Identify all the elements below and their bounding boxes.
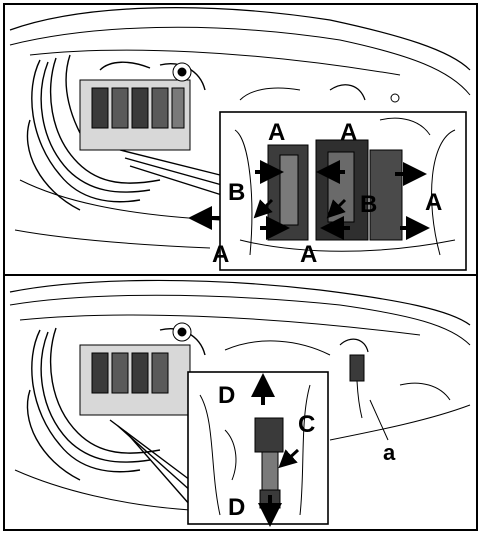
arrow-diag-2 [326,198,347,219]
wiring-harness-bottom [26,327,206,506]
callout-a-top-left: A [268,119,285,146]
callout-c: C [298,411,315,438]
callout-d-top: D [218,382,235,409]
callout-b-right: B [360,191,377,218]
relay-right [369,149,403,241]
callout-a-top-right: A [340,119,357,146]
callout-b-left: B [228,179,245,206]
arrows-bottom [251,373,300,527]
relay-removed [254,417,284,453]
callout-d-bottom: D [228,494,245,521]
arrow-diag-1 [253,198,274,219]
callout-a-bottom-center: A [300,241,317,268]
relay-block-top [79,62,192,151]
inset-top [219,111,467,271]
relay-block-bottom [79,322,192,416]
bottom-panel: D D C a [9,279,471,527]
wiring-harness-top [26,54,226,211]
callout-a-bottom-left: A [212,241,229,268]
inset-bottom [187,371,329,525]
arrows-top [188,160,430,240]
callout-a-far-right: A [425,189,442,216]
connector-a [224,338,451,441]
top-panel: A A A A A B B [9,7,471,271]
arrow-diag-c [278,448,300,469]
callout-a-lead: a [383,440,396,465]
